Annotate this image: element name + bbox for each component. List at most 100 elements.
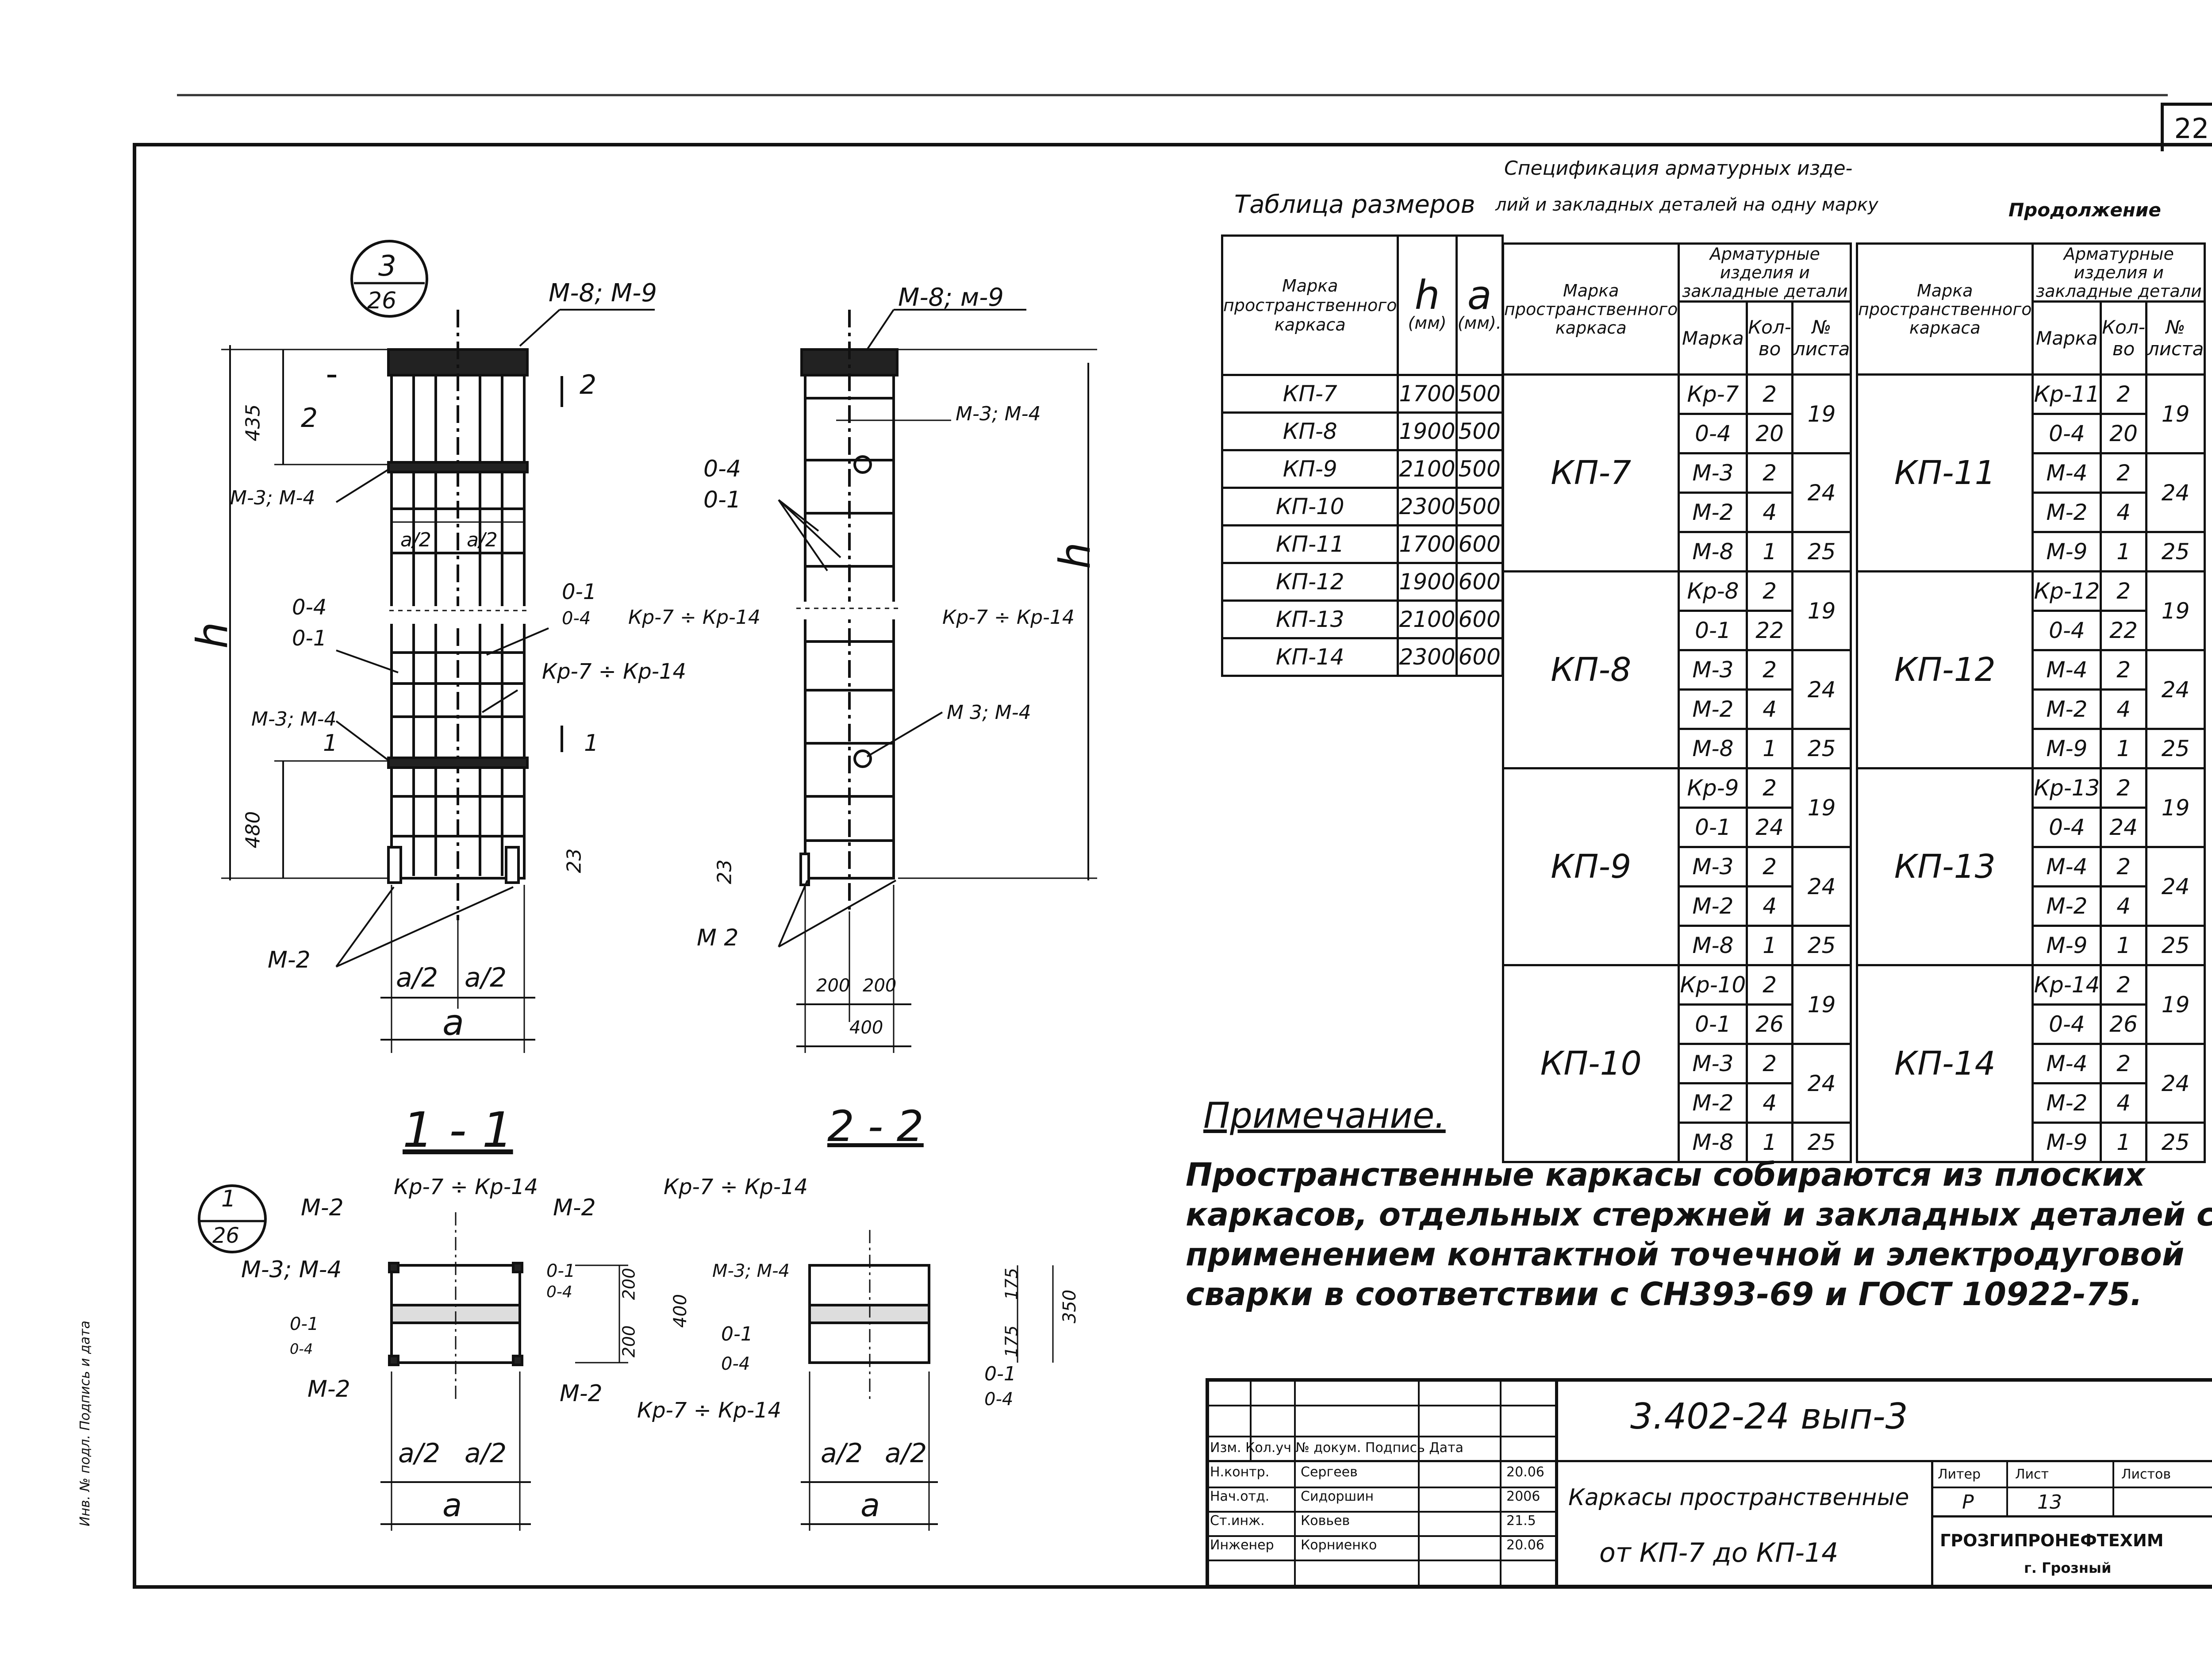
spec-frame-mark: КП-12 — [1855, 570, 2034, 769]
spec-item-qty: 2 — [1746, 570, 1793, 612]
spec-frame-mark: КП-8 — [1502, 570, 1680, 769]
dim-175-top: 175 — [1002, 1268, 1022, 1300]
callout-bottom-denominator: 26 — [212, 1223, 240, 1248]
spec-item-qty: 1 — [2100, 925, 2147, 966]
size-col-h-unit: (мм) — [1408, 313, 1447, 333]
spec-item-sheet: 25 — [2145, 925, 2206, 966]
label-m3-m4-sec1: М-3; М-4 — [241, 1256, 342, 1283]
spec-item-mark: М-8 — [1678, 1122, 1748, 1163]
tb-person-date: 20.06 — [1506, 1464, 1544, 1480]
tb-person-name: Ковьев — [1301, 1513, 1350, 1529]
section-mark-2-right: 2 — [580, 369, 597, 400]
front-view — [221, 240, 655, 1053]
spec-item-mark: 0-4 — [2032, 1003, 2102, 1045]
label-o1-sec2-right: 0-1 — [984, 1363, 1016, 1385]
tb-col-headers: Изм. Кол.уч № докум. Подпись Дата — [1210, 1440, 1464, 1456]
spec-item-mark: М-4 — [2032, 452, 2102, 494]
spec-table-left: Марка пространственного каркаса Арматурн… — [1502, 242, 1852, 1163]
spec-item-qty: 20 — [2100, 413, 2147, 454]
spec-right-col-mark: Марка — [2032, 300, 2102, 376]
dim-200-sec1-top: 200 — [619, 1268, 639, 1300]
spec-left-col-group: Арматурные изделия и закладные детали — [1678, 242, 1852, 303]
spec-item-qty: 2 — [2100, 373, 2147, 415]
label-o1-side: 0-1 — [703, 487, 741, 513]
spec-item-mark: 0-4 — [2032, 413, 2102, 454]
dim-200-right: 200 — [863, 976, 897, 996]
spec-left-col-frame: Марка пространственного каркаса — [1502, 242, 1680, 376]
spec-item-sheet: 24 — [1791, 846, 1852, 927]
spec-right-col-frame: Марка пространственного каркаса — [1855, 242, 2034, 376]
spec-item-mark: 0-1 — [1678, 610, 1748, 651]
spec-item-qty: 2 — [2100, 452, 2147, 494]
size-h: 2300 — [1397, 637, 1458, 677]
spec-item-qty: 2 — [2100, 570, 2147, 612]
label-o1-sec1: 0-1 — [290, 1314, 319, 1334]
tb-sheet: 13 — [2037, 1491, 2062, 1514]
tb-person-name: Сидоршин — [1301, 1489, 1374, 1504]
title-block: 3.402-24 вып-3 Каркасы пространственные … — [1206, 1378, 2212, 1588]
spec-item-qty: 4 — [1746, 492, 1793, 533]
label-o1-sec2: 0-1 — [721, 1323, 753, 1345]
note-line-2: каркасов, отдельных стержней и закладных… — [1186, 1196, 2212, 1233]
spec-item-mark: М-8 — [1678, 728, 1748, 769]
label-o4-sec1: 0-4 — [290, 1341, 313, 1357]
spec-item-qty: 2 — [2100, 846, 2147, 887]
size-mark: КП-12 — [1221, 562, 1399, 602]
spec-left-col-sheet: № листа — [1791, 300, 1852, 376]
label-m3-m4-side-top: М-3; М-4 — [956, 403, 1041, 425]
spec-item-mark: Кр-9 — [1678, 767, 1748, 809]
spec-item-mark: Кр-13 — [2032, 767, 2102, 809]
spec-item-sheet: 19 — [2145, 570, 2206, 651]
spec-item-sheet: 25 — [2145, 531, 2206, 572]
spec-item-sheet: 25 — [1791, 728, 1852, 769]
spec-item-qty: 1 — [1746, 925, 1793, 966]
spec-item-qty: 1 — [2100, 531, 2147, 572]
note-title: Примечание. — [1203, 1095, 1446, 1136]
spec-frame-mark: КП-11 — [1855, 373, 2034, 572]
spec-item-qty: 1 — [1746, 728, 1793, 769]
spec-item-mark: М-2 — [2032, 885, 2102, 927]
spec-item-qty: 4 — [2100, 885, 2147, 927]
label-o4-sec2-right: 0-4 — [984, 1389, 1014, 1410]
spec-item-mark: М-2 — [1678, 1082, 1748, 1124]
dim-200-sec1-bottom: 200 — [619, 1325, 639, 1358]
tb-person-date: 20.06 — [1506, 1537, 1544, 1553]
size-mark: КП-13 — [1221, 599, 1399, 639]
label-o4-sec1-right: 0-4 — [546, 1283, 572, 1301]
heading-spec-line2: лий и закладных деталей на одну марку — [1495, 195, 1878, 215]
size-h: 1700 — [1397, 524, 1458, 564]
tb-person-role: Инженер — [1210, 1537, 1274, 1553]
tb-person-date: 21.5 — [1506, 1513, 1536, 1529]
spec-item-mark: М-4 — [2032, 1043, 2102, 1084]
spec-item-mark: Кр-12 — [2032, 570, 2102, 612]
spec-item-mark: Кр-11 — [2032, 373, 2102, 415]
label-m3-m4-sec2: М-3; М-4 — [712, 1261, 790, 1281]
size-h: 2300 — [1397, 487, 1458, 526]
spec-item-qty: 1 — [2100, 1122, 2147, 1163]
label-m2-front: М-2 — [268, 947, 311, 973]
spec-item-mark: М-3 — [1678, 452, 1748, 494]
label-o4-right: 0-4 — [562, 608, 591, 629]
size-col-a-unit: (мм). — [1457, 313, 1502, 333]
label-m2-sec-br: М-2 — [560, 1380, 603, 1407]
tb-person-name: Сергеев — [1301, 1464, 1358, 1480]
callout-top-number: 3 — [378, 250, 396, 283]
spec-item-mark: Кр-7 — [1678, 373, 1748, 415]
spec-item-mark: М-4 — [2032, 846, 2102, 887]
section-title-2-2: 2 - 2 — [827, 1102, 924, 1151]
dim-400-side: 400 — [849, 1018, 883, 1038]
section-2-2 — [801, 1230, 1054, 1531]
label-o1-right: 0-1 — [562, 580, 597, 604]
